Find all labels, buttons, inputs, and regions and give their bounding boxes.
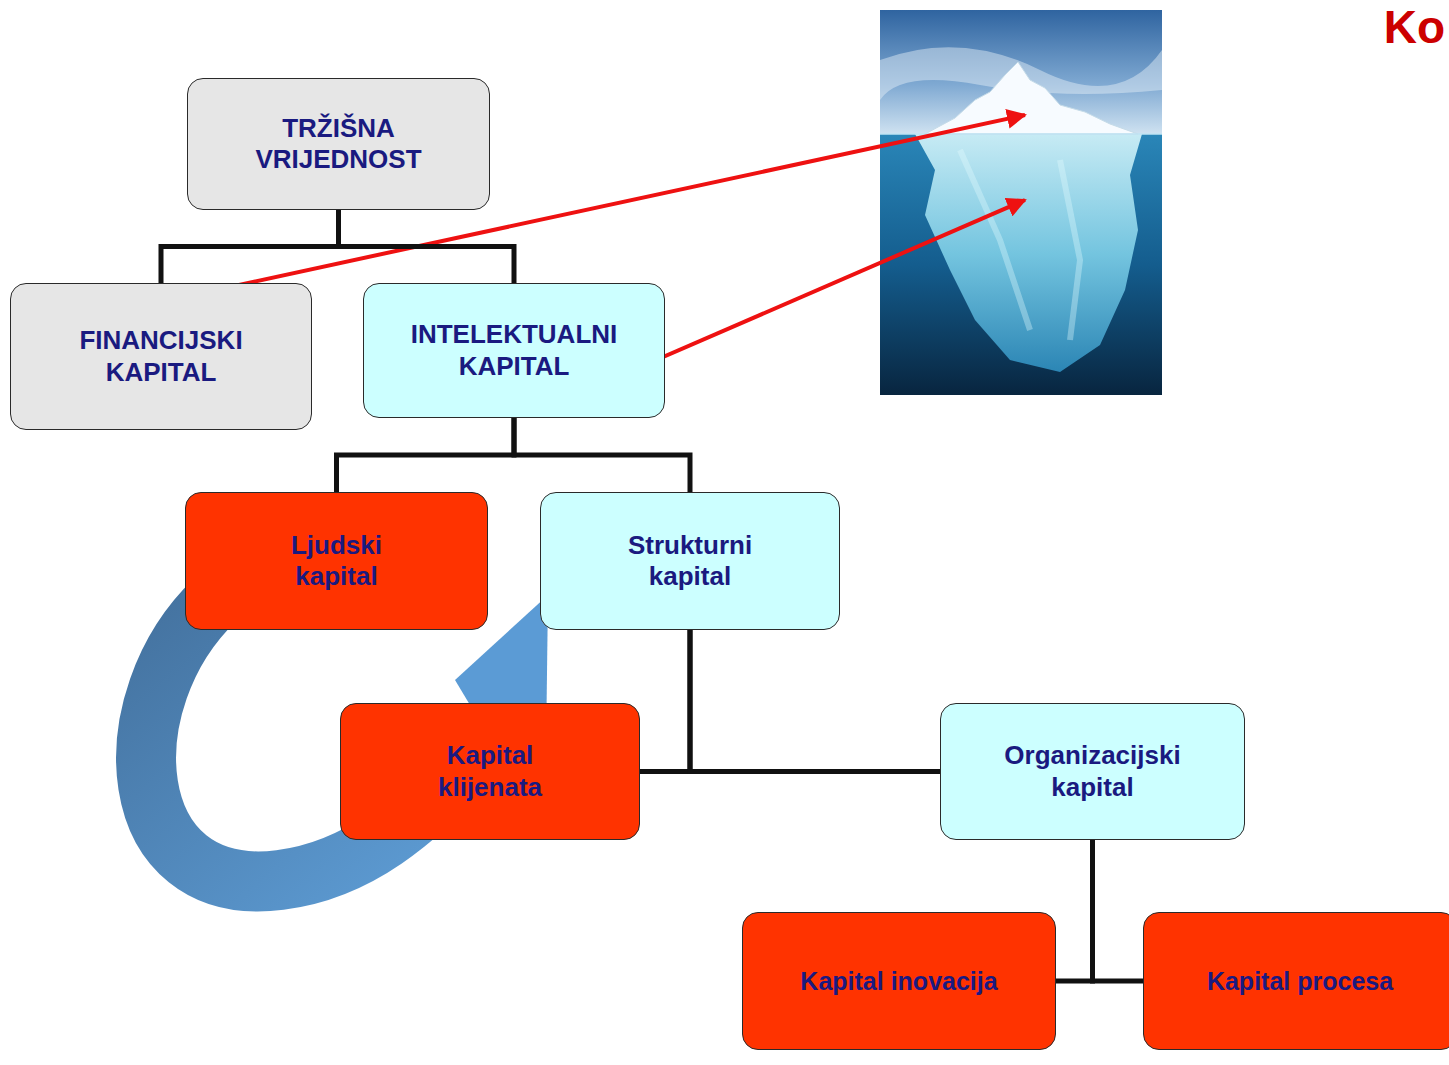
node-label: Kapital klijenata	[400, 740, 580, 802]
ice-streak	[960, 150, 1080, 340]
node-label: Ljudski kapital	[257, 530, 417, 592]
tree-connector	[161, 210, 339, 283]
iceberg-underwater	[915, 134, 1142, 372]
process-capital-box: Kapital procesa	[1143, 912, 1449, 1050]
client-capital-box: Kapital klijenata	[340, 703, 640, 840]
node-label: Organizacijski kapital	[983, 740, 1203, 802]
node-label: Strukturni kapital	[603, 530, 778, 592]
organizational-capital-box: Organizacijski kapital	[940, 703, 1245, 840]
human-capital-box: Ljudski kapital	[185, 492, 488, 630]
tree-connector	[337, 418, 515, 492]
tree-connector	[640, 630, 690, 772]
structural-capital-box: Strukturni kapital	[540, 492, 840, 630]
corner-logo-text: Ko	[1384, 4, 1445, 50]
intellectual-capital-box: INTELEKTUALNI KAPITAL	[363, 283, 665, 418]
tree-connector	[1093, 840, 1144, 981]
tree-connector	[339, 210, 515, 283]
tree-connector	[1056, 840, 1093, 981]
node-label: Kapital inovacija	[754, 966, 1044, 996]
tree-connector	[514, 418, 690, 492]
financial-capital-box: FINANCIJSKI KAPITAL	[10, 283, 312, 430]
water	[880, 134, 1162, 395]
innovation-capital-box: Kapital inovacija	[742, 912, 1056, 1050]
node-label: TRŽIŠNA VRIJEDNOST	[224, 113, 454, 175]
leader-arrow	[610, 200, 1025, 380]
iceberg-peak	[925, 62, 1138, 134]
tree-connector	[690, 630, 940, 772]
node-label: INTELEKTUALNI KAPITAL	[389, 319, 639, 381]
waterline	[880, 133, 1162, 135]
node-label: FINANCIJSKI KAPITAL	[46, 325, 276, 387]
market-value-box: TRŽIŠNA VRIJEDNOST	[187, 78, 490, 210]
node-label: Kapital procesa	[1155, 966, 1445, 996]
